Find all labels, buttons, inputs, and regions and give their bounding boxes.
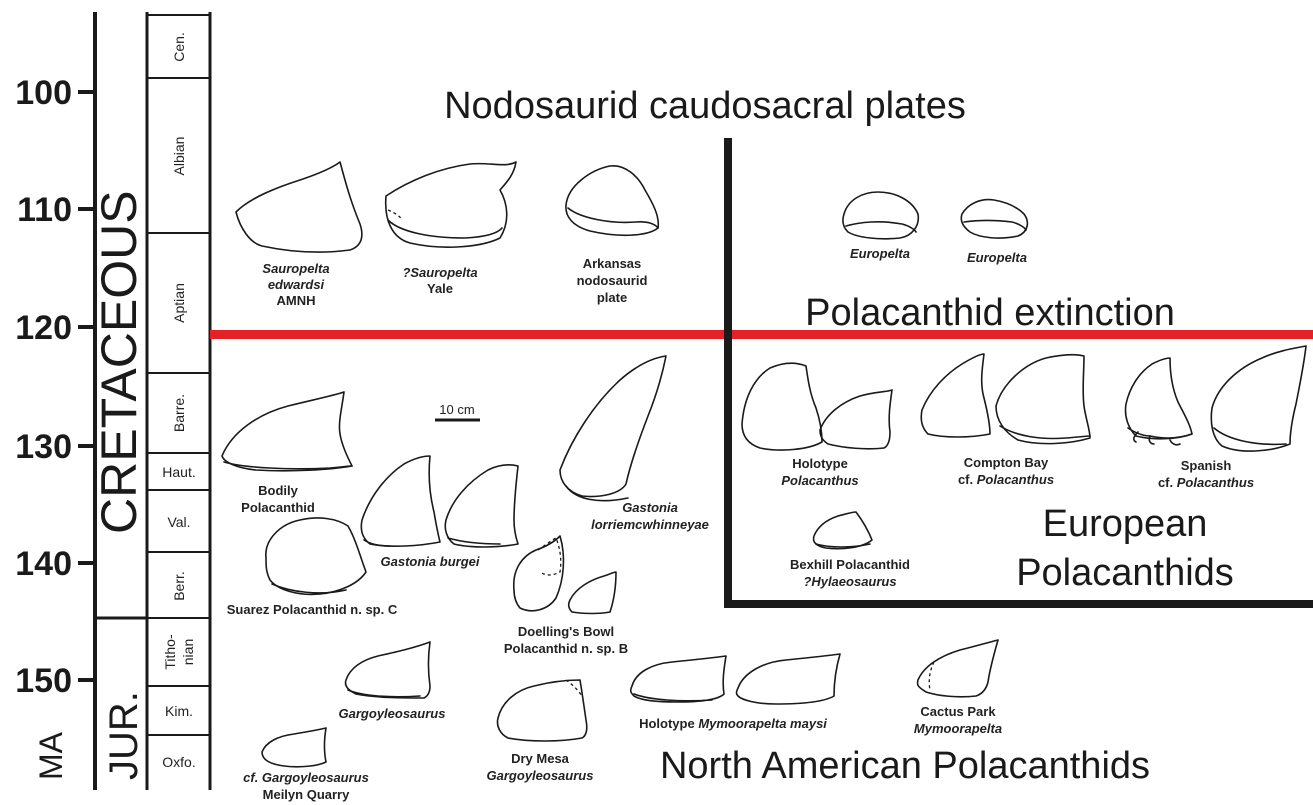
tick-label-150: 150: [15, 662, 72, 700]
plate-compton-bay-1: [921, 354, 990, 437]
plate-gastonia-burgei-1: [361, 456, 440, 546]
label-spanish-1: Spanish: [1181, 458, 1232, 473]
plate-arkansas: [566, 166, 658, 235]
label-sauropelta-amnh-3: AMNH: [277, 293, 316, 308]
label-arkansas-2: nodosaurid: [577, 273, 648, 288]
label-compton-bay-2: cf. Polacanthus: [958, 472, 1054, 487]
stage-val: Val.: [167, 514, 190, 530]
plate-compton-bay-2: [996, 355, 1090, 444]
label-gargoyleosaurus: Gargoyleosaurus: [339, 706, 446, 721]
label-sauropelta-yale-2: Yale: [427, 281, 453, 296]
stage-tithonian-1: Titho-: [162, 634, 178, 670]
label-doelling-1: Doelling's Bowl: [518, 624, 614, 639]
plate-holotype-mymoorapelta-2: [737, 654, 841, 704]
axis-unit-label: MA: [33, 731, 69, 780]
period-jurassic: JUR.: [102, 691, 146, 780]
plate-europelta-1: [843, 192, 919, 239]
period-cretaceous: CRETACEOUS: [91, 190, 147, 534]
plate-bodily: [222, 392, 352, 471]
label-compton-bay-1: Compton Bay: [964, 455, 1049, 470]
label-bodily-1: Bodily: [258, 483, 298, 498]
tick-label-130: 130: [15, 428, 72, 466]
label-arkansas-1: Arkansas: [583, 256, 642, 271]
stage-aptian: Aptian: [171, 283, 187, 323]
time-scale: 100 110 120 130 140 150 MA CRETACEOUS JU…: [15, 12, 210, 790]
tick-label-120: 120: [15, 309, 72, 347]
label-dry-mesa-2: Gargoyleosaurus: [487, 768, 594, 783]
extinction-label: Polacanthid extinction: [805, 292, 1175, 334]
label-doelling-2: Polacanthid n. sp. B: [504, 641, 628, 656]
label-sauropelta-amnh-1: Sauropelta: [262, 261, 329, 276]
label-meilyn-2: Meilyn Quarry: [263, 787, 350, 802]
plate-cactus-park: [917, 640, 998, 697]
label-bodily-2: Polacanthid: [241, 500, 315, 515]
stage-barre: Barre.: [171, 394, 187, 432]
label-gastonia-lorrie-2: lorriemcwhinneyae: [591, 517, 709, 532]
scale-bar-label: 10 cm: [439, 402, 474, 417]
label-gastonia-lorrie-1: Gastonia: [622, 500, 678, 515]
label-europelta-1: Europelta: [850, 246, 910, 261]
plate-suarez: [266, 518, 366, 594]
plate-gastonia-lorrie: [560, 356, 666, 501]
stage-kim: Kim.: [165, 703, 193, 719]
label-meilyn-1: cf. Gargoyleosaurus: [243, 770, 369, 785]
stage-haut: Haut.: [162, 464, 195, 480]
plate-holotype-mymoorapelta-1: [631, 656, 726, 702]
european-heading-line1: European: [1043, 503, 1208, 545]
label-holotype-polacanthus-2: Polacanthus: [781, 473, 858, 488]
stage-berr: Berr.: [171, 571, 187, 601]
label-cactus-park-1: Cactus Park: [920, 704, 996, 719]
label-holotype-polacanthus-1: Holotype: [792, 456, 848, 471]
plate-europelta-2: [961, 200, 1027, 238]
plate-doelling-2: [569, 572, 616, 614]
label-sauropelta-yale-1: ?Sauropelta: [402, 265, 477, 280]
plate-holotype-polacanthus-2: [820, 390, 892, 449]
stage-boundaries: [147, 15, 210, 735]
plate-spanish-1: [1125, 358, 1192, 445]
plate-sauropelta-amnh: [236, 162, 362, 252]
plate-gastonia-burgei-2: [445, 465, 518, 547]
tick-label-140: 140: [15, 545, 72, 583]
european-heading-line2: Polacanthids: [1016, 552, 1234, 594]
label-cactus-park-2: Mymoorapelta: [914, 721, 1002, 736]
tick-label-100: 100: [15, 74, 72, 112]
plate-dry-mesa: [497, 680, 586, 741]
plate-meilyn: [262, 728, 326, 767]
north-american-heading: North American Polacanthids: [660, 745, 1150, 787]
stage-cen: Cen.: [171, 32, 187, 62]
label-bexhill-2: ?Hylaeosaurus: [803, 574, 896, 589]
label-gastonia-burgei: Gastonia burgei: [381, 554, 480, 569]
label-spanish-2: cf. Polacanthus: [1158, 475, 1254, 490]
figure-title: Nodosaurid caudosacral plates: [444, 85, 966, 127]
extinction-line: [210, 330, 1313, 339]
label-bexhill-1: Bexhill Polacanthid: [790, 557, 910, 572]
label-dry-mesa-1: Dry Mesa: [511, 751, 570, 766]
plate-doelling-1: [514, 536, 564, 611]
stage-tithonian-2: nian: [180, 639, 196, 665]
plate-sauropelta-yale: [386, 162, 516, 247]
plate-holotype-polacanthus-1: [742, 363, 822, 450]
plate-gargoyleosaurus: [345, 642, 430, 698]
label-sauropelta-amnh-2: edwardsi: [268, 277, 325, 292]
stage-oxfo: Oxfo.: [162, 754, 195, 770]
tick-label-110: 110: [17, 191, 72, 229]
stage-albian: Albian: [171, 137, 187, 176]
label-holotype-mymoorapelta: Holotype Mymoorapelta maysi: [639, 716, 827, 731]
label-arkansas-3: plate: [597, 290, 627, 305]
plate-spanish-2: [1211, 346, 1306, 451]
label-suarez: Suarez Polacanthid n. sp. C: [227, 602, 398, 617]
label-europelta-2: Europelta: [967, 250, 1027, 265]
plate-bexhill: [814, 512, 873, 549]
